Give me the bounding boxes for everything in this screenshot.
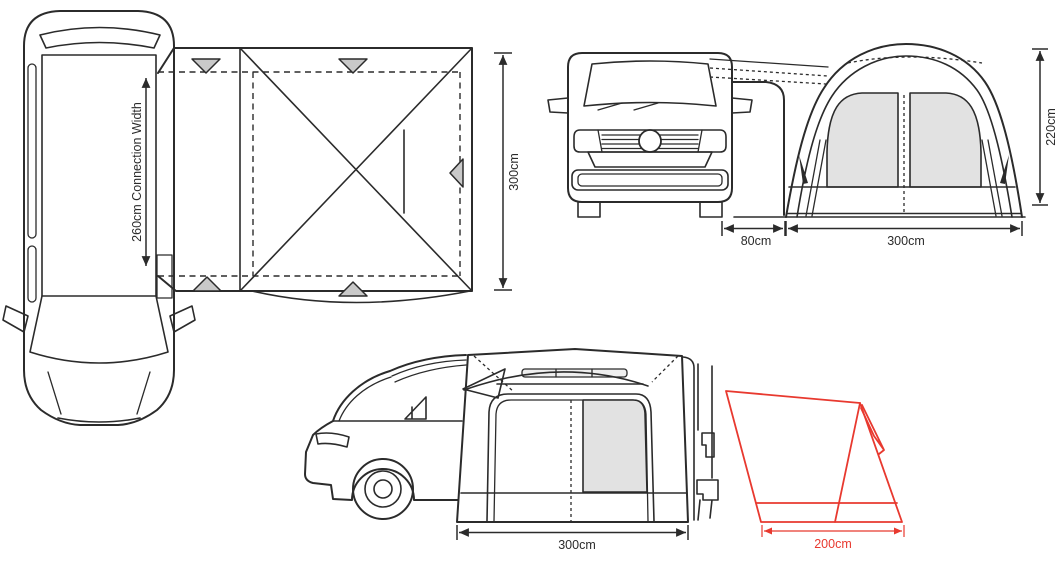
van-roofrail-strip-1 xyxy=(27,63,37,239)
van-windshield-top xyxy=(29,295,169,364)
awning-frame-wedge-right xyxy=(1000,155,1009,184)
awning-corner-fold xyxy=(462,368,506,399)
tunnel-width-dimension: 80cm xyxy=(721,221,786,248)
peg-triangle-right xyxy=(449,158,464,188)
awning-window-right xyxy=(909,92,982,188)
van-side-outline xyxy=(304,354,467,501)
awning-front-outer-canopy xyxy=(785,43,1023,218)
van-wheel-inner xyxy=(364,470,402,508)
awning-width-dimension-front: 300cm xyxy=(785,221,1023,248)
van-wheel-outer xyxy=(352,458,414,520)
awning-front-inner-canopy xyxy=(796,55,1013,218)
van-side-body xyxy=(731,81,785,216)
peg-triangle-bottom-main xyxy=(338,281,368,297)
awning-side-outline xyxy=(456,348,689,523)
peg-triangle-top-tunnel xyxy=(191,58,221,74)
van-wheel-hub xyxy=(373,479,393,499)
connection-width-label: 260cm Connection Width xyxy=(130,102,144,242)
van-mirror-right-front xyxy=(731,97,753,114)
awning-width-dimension-side: 300cm xyxy=(456,525,689,552)
van-top-body-outline xyxy=(23,10,175,426)
van-quarter-window xyxy=(404,396,427,420)
awning-swoop-arch xyxy=(463,371,649,391)
footprint-diagonals xyxy=(239,47,473,292)
van-rear-bumper xyxy=(696,479,719,521)
van-mirror-left-top xyxy=(2,305,29,333)
awning-height-label: 220cm xyxy=(1044,108,1058,146)
awning-door-window xyxy=(582,399,648,493)
canopy-outline xyxy=(725,390,903,523)
peg-triangle-bottom-tunnel xyxy=(192,276,222,292)
canopy-width-label: 200cm xyxy=(814,537,852,551)
awning-front-leg-right xyxy=(981,139,1003,217)
awning-frame-wedge-left xyxy=(799,155,808,184)
canopy-width-dimension: 200cm xyxy=(761,525,905,551)
van-a-pillar-inner xyxy=(338,376,392,422)
van-lower-intake-inner xyxy=(577,173,723,187)
van-wheel-right-front xyxy=(699,201,723,218)
top-plan-view: 260cm Connection Width 300cm xyxy=(2,10,521,426)
van-rear-lines xyxy=(682,356,719,521)
awning-side-view xyxy=(456,348,689,523)
footprint-skirt-arc xyxy=(251,290,471,304)
canopy-diagonal xyxy=(834,402,861,523)
awning-front-leg-left xyxy=(805,139,827,217)
front-elevation-view: 80cm 300cm 220cm xyxy=(547,43,1058,248)
van-front-view xyxy=(547,52,753,218)
van-front-body xyxy=(567,52,733,203)
van-mid-bumper xyxy=(587,151,713,168)
van-mirror-right-top xyxy=(169,305,196,333)
awning-height-dimension: 220cm xyxy=(1032,48,1058,206)
awning-roof-seam-dashed xyxy=(847,56,983,64)
awning-width-label-front: 300cm xyxy=(887,234,925,248)
van-roofrail-strip-2 xyxy=(27,245,37,303)
van-front-bumper-top xyxy=(57,417,141,423)
vw-badge-icon xyxy=(638,129,662,153)
van-lower-intake xyxy=(571,169,729,191)
plan-depth-dimension: 300cm xyxy=(494,52,521,291)
van-rear-door-handle xyxy=(701,432,715,458)
van-wipers xyxy=(597,102,659,111)
footprint-dashed-inner xyxy=(158,71,461,277)
awning-side-seam-right xyxy=(651,355,679,383)
van-headlight-grille-band xyxy=(573,129,727,153)
van-top-view xyxy=(2,10,196,426)
connection-width-dimension: 260cm Connection Width xyxy=(130,78,151,266)
side-elevation-view: 300cm 200cm xyxy=(304,348,905,552)
van-headlight-side xyxy=(315,432,350,448)
tunnel-width-label: 80cm xyxy=(741,234,772,248)
awning-front-view xyxy=(785,43,1023,218)
peg-triangle-top-main xyxy=(338,58,368,74)
van-mirror-left-front xyxy=(547,97,569,114)
van-rear-window xyxy=(39,26,161,49)
van-roof-rails xyxy=(391,359,467,383)
packed-canopy-outline xyxy=(725,390,903,523)
footprint-outline xyxy=(157,47,473,292)
van-roof-panel xyxy=(41,54,157,297)
van-side-view xyxy=(304,354,467,520)
headlight-dividers xyxy=(597,129,703,153)
awning-footprint xyxy=(157,47,473,304)
plan-depth-label: 300cm xyxy=(507,153,521,191)
canopy-flap xyxy=(860,404,885,455)
awning-door-arch-outer xyxy=(486,393,655,522)
awning-window-left xyxy=(826,92,899,188)
van-hood-creases xyxy=(47,371,151,415)
awning-width-label-side: 300cm xyxy=(558,538,596,552)
van-wheel-left-front xyxy=(577,201,601,218)
connection-tunnel-lines xyxy=(709,58,829,85)
van-front-windshield xyxy=(583,60,717,107)
